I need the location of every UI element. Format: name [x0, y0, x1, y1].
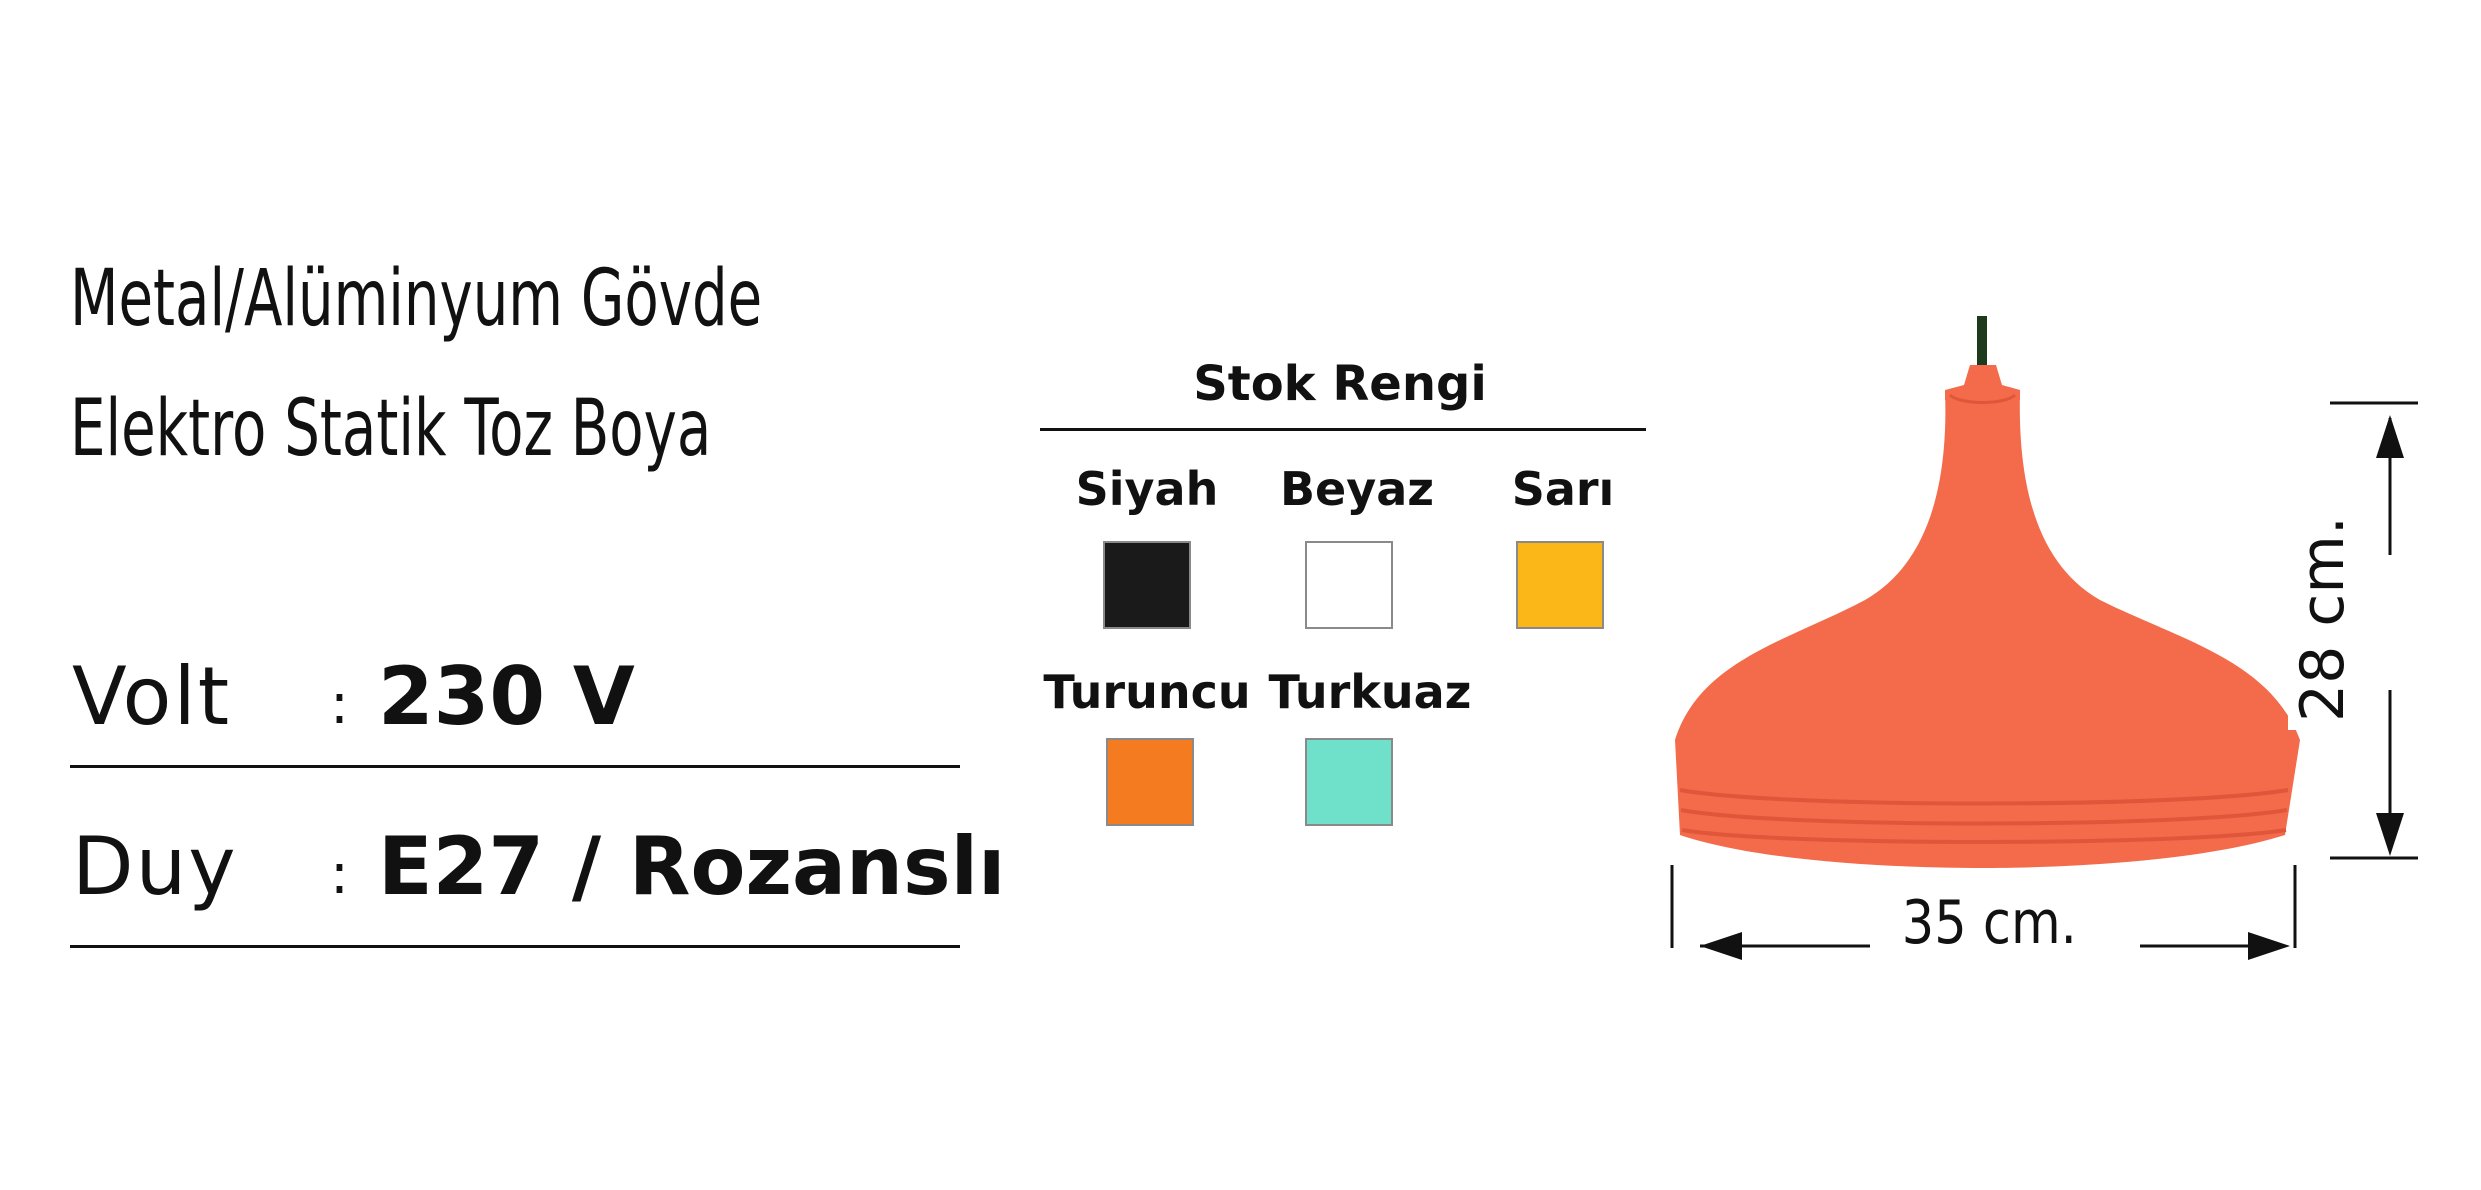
swatch-turquoise: [1305, 738, 1393, 826]
color-name-orange: Turuncu: [1043, 665, 1251, 719]
socket-value: E27 / Rozanslı: [378, 820, 1006, 913]
color-name-black: Siyah: [1075, 462, 1219, 516]
lamp-cord: [1977, 316, 1987, 368]
material-description: Metal/Alüminyum Gövde: [70, 254, 763, 344]
height-dimension-line: [2330, 401, 2418, 860]
finish-description: Elektro Statik Toz Boya: [70, 384, 712, 474]
arrow-right-icon: [2248, 932, 2290, 960]
swatch-orange: [1106, 738, 1194, 826]
spec-bottom-rule: [70, 945, 960, 948]
color-name-turquoise: Turkuaz: [1268, 665, 1472, 719]
socket-label: Duy: [72, 820, 238, 913]
spec-divider: [70, 765, 960, 768]
pendant-lamp-image: [1675, 365, 2300, 868]
socket-colon: :: [330, 842, 349, 907]
volt-label: Volt: [72, 650, 232, 743]
color-name-white: Beyaz: [1279, 462, 1435, 516]
height-label: 28 cm.: [2288, 508, 2358, 730]
stock-colors-title: Stok Rengi: [1193, 356, 1487, 412]
width-dimension-line: [1670, 865, 2297, 960]
swatch-white: [1305, 541, 1393, 629]
volt-value: 230 V: [378, 650, 635, 743]
arrow-left-icon: [1700, 932, 1742, 960]
arrow-down-icon: [2376, 813, 2404, 856]
swatch-yellow: [1516, 541, 1604, 629]
width-label: 35 cm.: [1895, 888, 2084, 958]
color-name-yellow: Sarı: [1511, 462, 1615, 516]
arrow-up-icon: [2376, 415, 2404, 458]
volt-colon: :: [330, 672, 349, 737]
swatch-black: [1103, 541, 1191, 629]
stock-colors-rule: [1040, 428, 1646, 431]
